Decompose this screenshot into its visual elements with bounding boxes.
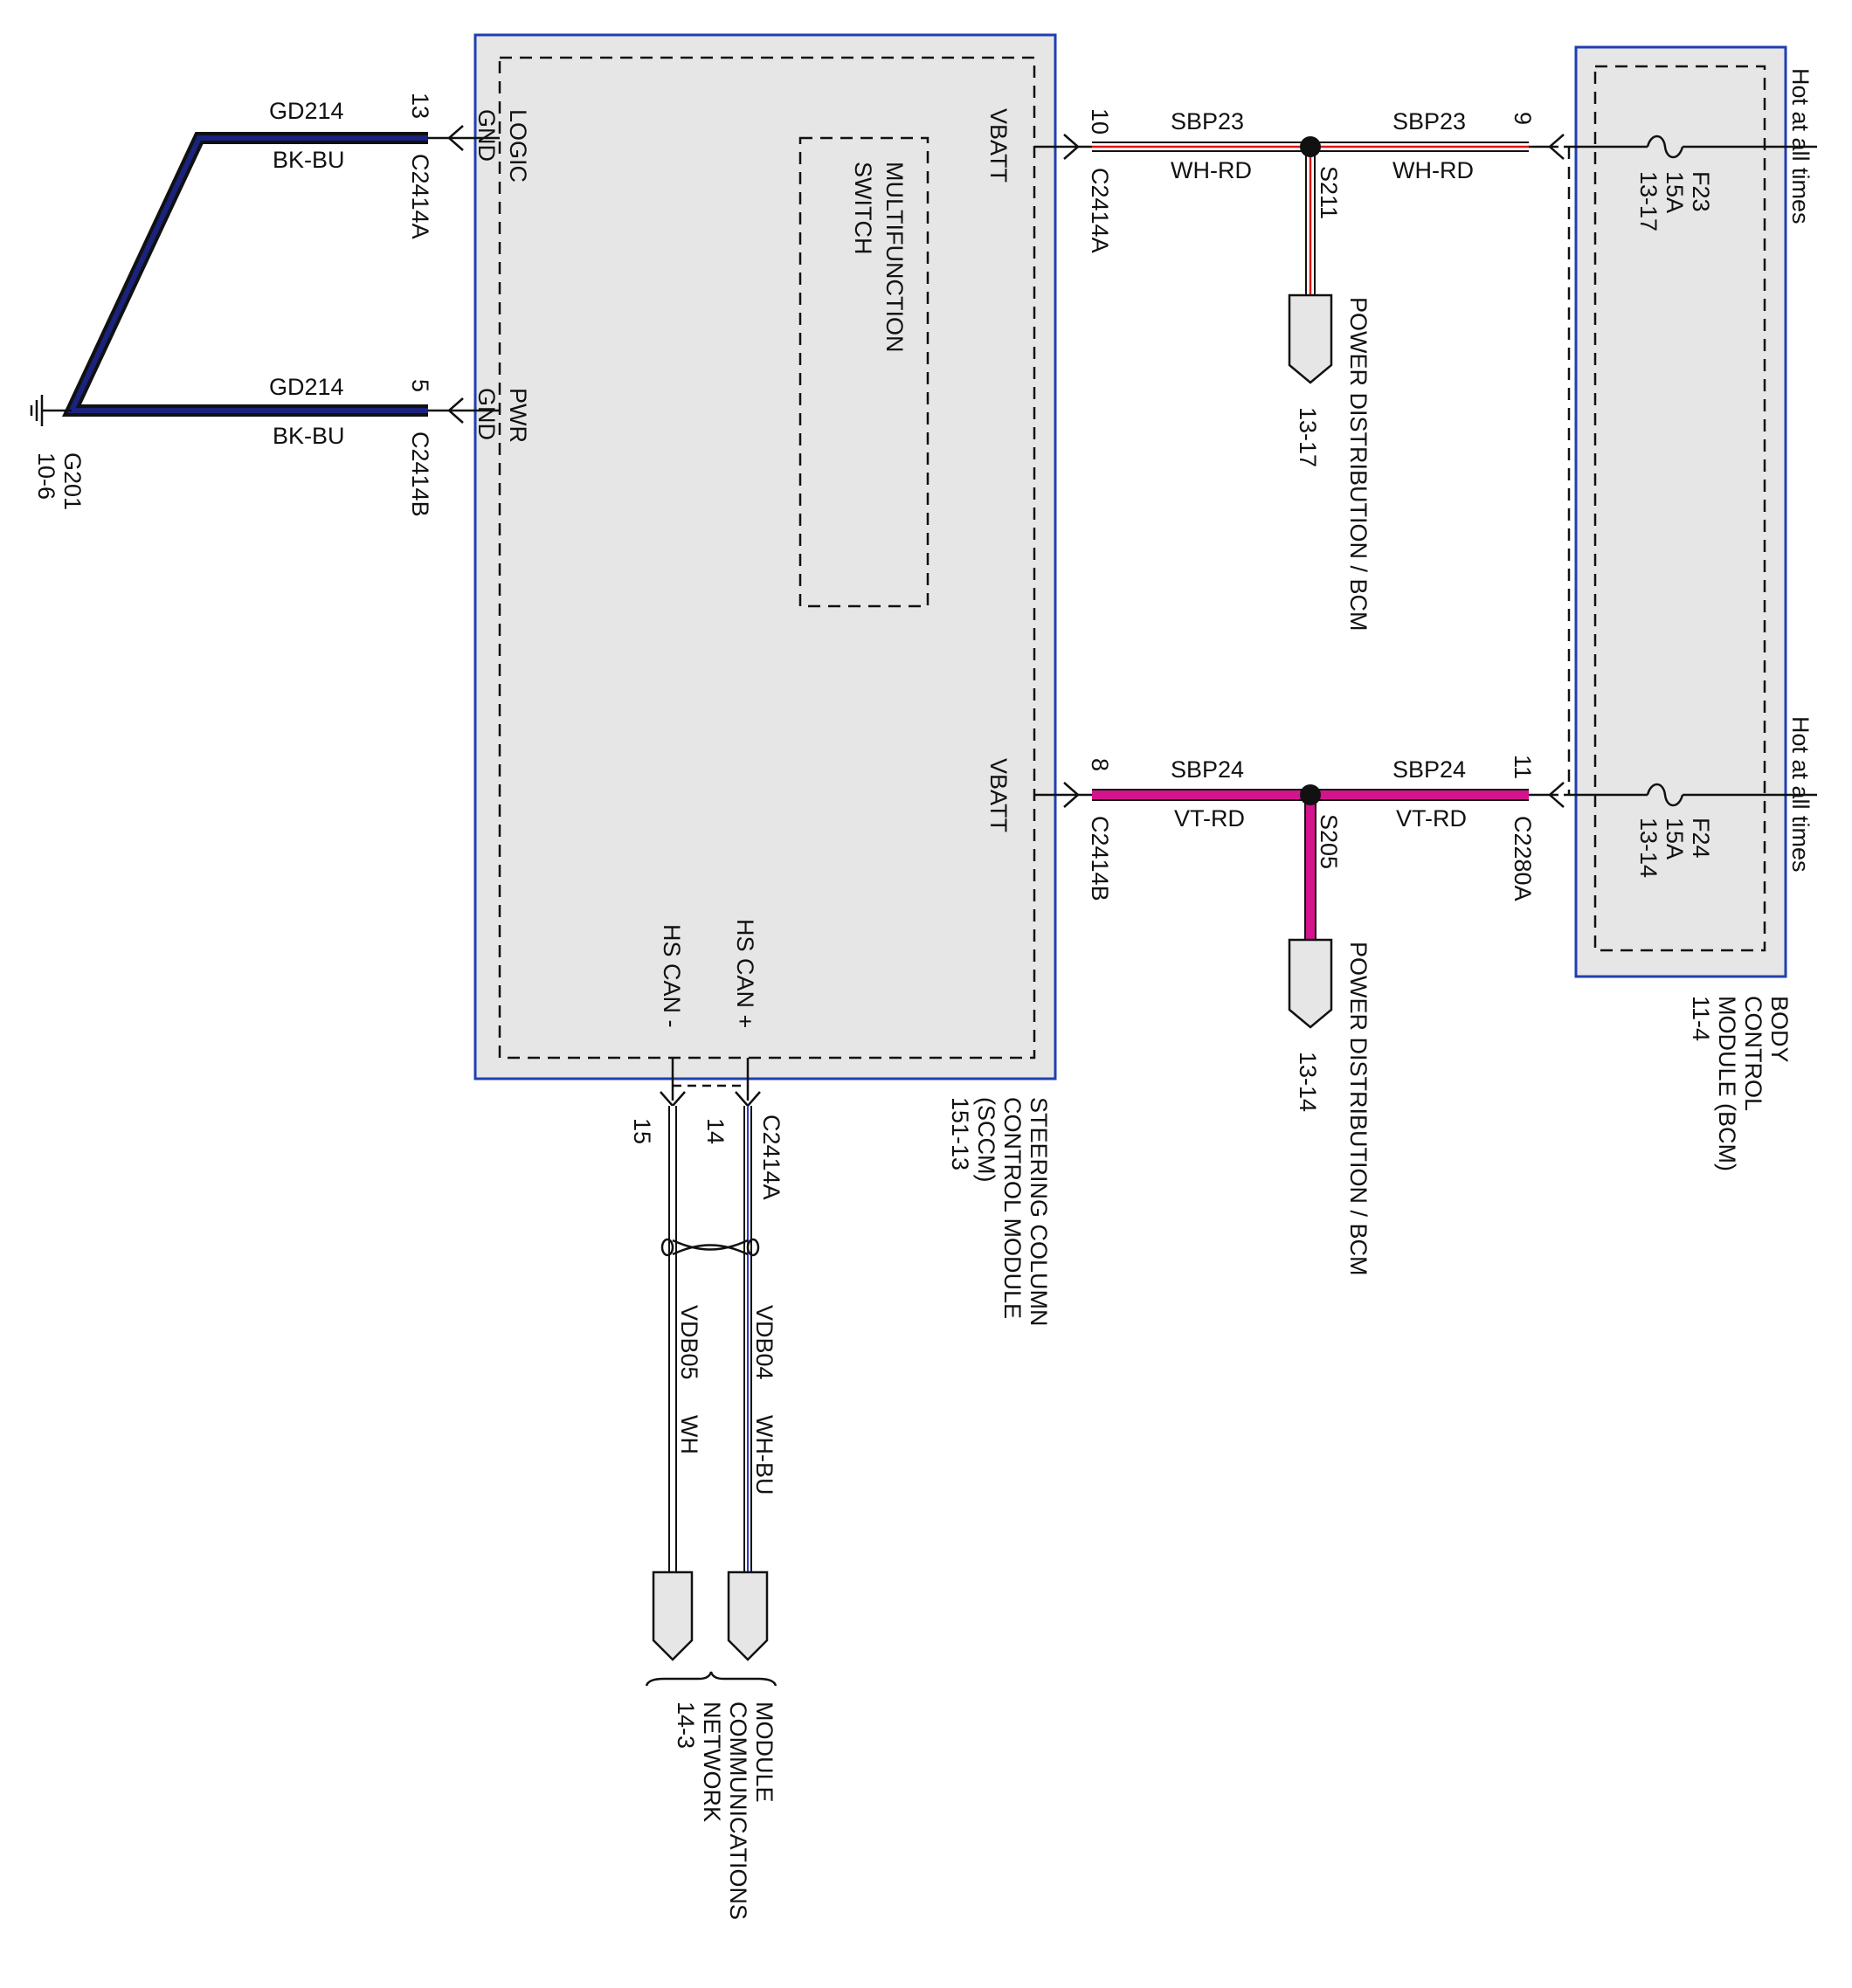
sccm-name-line-1: STEERING COLUMN	[1026, 1097, 1052, 1327]
power-dist-top-ref: 13-17	[1295, 407, 1321, 467]
logic-gnd-connector-chevron	[447, 125, 464, 151]
vbatt-top-chevron	[1063, 134, 1080, 160]
twisted-pair-marker	[660, 1238, 760, 1257]
splice-s205-dot	[1300, 784, 1321, 805]
bcm-module: F23 15A 13-17 F24 15A 13-14 Hot at all t…	[1564, 45, 1817, 1171]
sccm-name-line-3: (SCCM)	[973, 1097, 999, 1182]
vdb04-circuit: VDB04	[751, 1305, 777, 1380]
ground-bottom-color: BK-BU	[273, 423, 345, 449]
pin-label-logic: LOGIC	[505, 109, 531, 183]
power-circuit-top: 10 C2414A SBP23 WH-RD SBP23 WH-RD 9 S211…	[1034, 108, 1565, 632]
vdb04-color: WH-BU	[751, 1415, 777, 1494]
bcm-inner-dashed-box	[1593, 65, 1766, 952]
power-dist-top-label: POWER DISTRIBUTION / BCM	[1345, 297, 1372, 632]
ground-wire-core	[67, 135, 428, 413]
power-bottom-connector-left: C2414B	[1087, 816, 1113, 901]
sccm-module-box	[473, 33, 1057, 1080]
ground-ref: 10-6	[33, 452, 59, 500]
vbatt-bottom-chevron	[1063, 782, 1080, 808]
bcm-name-line-1: BODY	[1766, 996, 1793, 1063]
power-bottom-color-left: VT-RD	[1174, 805, 1245, 832]
bcm-bottom-chevron	[1548, 782, 1565, 808]
power-bottom-pin-right: 11	[1510, 755, 1536, 779]
power-bottom-connector-right: C2280A	[1510, 816, 1536, 901]
bcm-name-line-4: 11-4	[1688, 996, 1714, 1041]
power-top-color-left: WH-RD	[1171, 157, 1252, 183]
can-destination-brace	[645, 1671, 777, 1687]
power-top-circuit-right: SBP23	[1392, 108, 1466, 135]
fuse-f23-id: F23	[1688, 171, 1714, 212]
pin-label-logic-gnd: GND	[473, 109, 500, 162]
fuse-f24-symbol	[1646, 783, 1684, 807]
power-top-color-right: WH-RD	[1392, 157, 1474, 183]
power-bottom-pin-left: 8	[1087, 758, 1113, 771]
can-dest-line-2: COMMUNICATIONS	[725, 1702, 751, 1920]
power-dist-bottom-ref: 13-14	[1295, 1052, 1321, 1112]
ground-section: G201 10-6 GD214 BK-BU GD214 BK-BU 13 C24…	[30, 93, 500, 517]
sccm-name-line-2: CONTROL MODULE	[999, 1097, 1026, 1319]
pwr-gnd-connector-chevron	[447, 397, 464, 424]
ground-top-color: BK-BU	[273, 147, 345, 173]
fuse-f23-ref: 13-17	[1635, 171, 1662, 231]
ground-top-connector: C2414A	[407, 154, 433, 239]
power-bottom-circuit-left: SBP24	[1171, 756, 1244, 783]
power-bottom-color-right: VT-RD	[1396, 805, 1467, 832]
can-dest-line-4: 14-3	[673, 1702, 699, 1749]
multifunction-switch-box	[798, 136, 929, 608]
ground-wire-outline	[61, 132, 428, 417]
power-circuit-bottom: 8 C2414B SBP24 VT-RD SBP24 VT-RD 11 C228…	[1034, 755, 1565, 1276]
fuse-f23-symbol	[1646, 135, 1684, 159]
can-plus-end-connector	[727, 1570, 769, 1661]
splice-s211-label: S211	[1316, 166, 1342, 219]
bcm-name-line-2: CONTROL	[1740, 996, 1766, 1111]
power-dist-top-connector	[1288, 293, 1333, 384]
pin-label-hs-can-minus: HS CAN -	[659, 924, 685, 1028]
bcm-module-box	[1574, 45, 1787, 978]
power-top-circuit-left: SBP23	[1171, 108, 1244, 135]
ground-top-pin: 13	[407, 93, 433, 119]
power-top-pin-right: 9	[1510, 112, 1536, 125]
vdb05-color: WH	[676, 1415, 702, 1454]
pin-label-vbatt-top: VBATT	[985, 108, 1012, 183]
sccm-module: MULTIFUNCTION SWITCH LOGIC GND PWR GND V…	[473, 33, 1057, 1327]
splice-s211-dot	[1300, 136, 1321, 157]
ground-bottom-connector: C2414B	[407, 431, 433, 517]
power-dist-bottom-label: POWER DISTRIBUTION / BCM	[1345, 942, 1372, 1276]
can-plus-pin: 14	[702, 1118, 729, 1144]
sccm-name-line-4: 151-13	[947, 1097, 973, 1170]
hot-at-all-times-top: Hot at all times	[1787, 68, 1814, 224]
fuse-f23-rating: 15A	[1662, 171, 1688, 213]
pin-label-vbatt-bottom: VBATT	[985, 758, 1012, 832]
power-bottom-circuit-right: SBP24	[1392, 756, 1466, 783]
can-connector-label: C2414A	[758, 1115, 784, 1200]
bcm-top-chevron	[1548, 134, 1565, 160]
ground-top-circuit: GD214	[269, 98, 344, 124]
ground-symbol	[30, 395, 72, 426]
ground-bottom-pin: 5	[407, 379, 433, 392]
can-minus-pin: 15	[629, 1118, 655, 1144]
power-top-pin-left: 10	[1087, 108, 1113, 135]
can-dest-line-1: MODULE	[751, 1702, 777, 1803]
fuse-f24-ref: 13-14	[1635, 818, 1662, 878]
vdb05-circuit: VDB05	[676, 1305, 702, 1380]
can-minus-end-connector	[652, 1570, 694, 1661]
fuse-f24-id: F24	[1688, 818, 1714, 859]
sccm-inner-dashed-box	[498, 56, 1036, 1060]
power-top-connector-left: C2414A	[1087, 168, 1113, 253]
multifunction-switch-label-2: SWITCH	[850, 162, 876, 254]
ground-id: G201	[59, 452, 86, 510]
pin-label-pwr: PWR	[505, 388, 531, 443]
hot-at-all-times-bottom: Hot at all times	[1787, 716, 1814, 873]
splice-s205-label: S205	[1316, 814, 1342, 869]
ground-bottom-circuit: GD214	[269, 374, 344, 400]
pin-label-pwr-gnd: GND	[473, 388, 500, 440]
can-bus-section: C2414A 14 15 VDB04 WH-BU VDB05 WH MODULE…	[629, 1058, 784, 1920]
power-dist-bottom-connector	[1288, 938, 1333, 1029]
can-dest-line-3: NETWORK	[699, 1702, 725, 1822]
bcm-name-line-3: MODULE (BCM)	[1714, 996, 1740, 1171]
fuse-f24-rating: 15A	[1662, 818, 1688, 859]
pin-label-hs-can-plus: HS CAN +	[732, 919, 758, 1028]
multifunction-switch-label-1: MULTIFUNCTION	[881, 162, 908, 352]
